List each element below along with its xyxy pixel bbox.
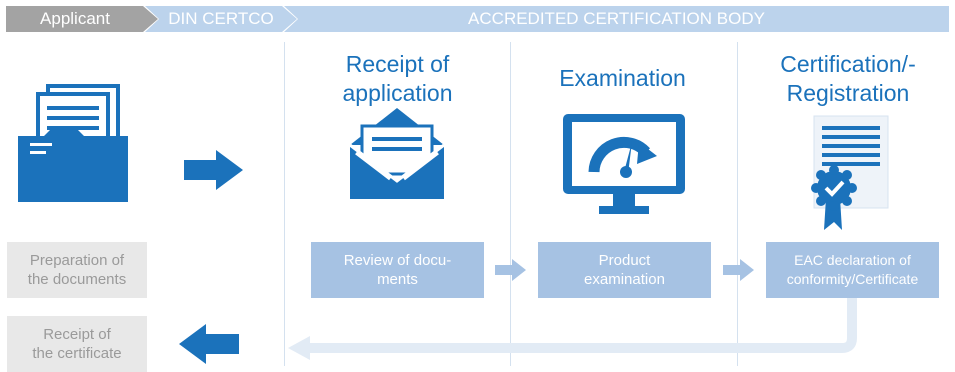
open-envelope-icon — [346, 105, 448, 203]
return-path-arrow — [280, 296, 900, 360]
header-accredited-body-label: ACCREDITED CERTIFICATION BODY — [468, 9, 765, 28]
arrow-right-icon — [723, 259, 755, 281]
arrow-right-icon — [184, 150, 244, 190]
preparation-box: Preparation of the documents — [7, 242, 147, 298]
monitor-gauge-icon — [561, 112, 687, 218]
header-din-certco-label: DIN CERTCO — [168, 9, 274, 28]
divider-line — [284, 42, 285, 366]
column-title-receipt: Receipt of application — [342, 51, 453, 106]
header-applicant-label: Applicant — [40, 9, 110, 28]
divider-line — [737, 42, 738, 366]
arrow-left-icon — [178, 324, 240, 364]
review-documents-box: Review of docu- ments — [311, 242, 484, 298]
certificate-rosette-icon — [806, 114, 890, 232]
header-applicant: Applicant — [6, 6, 158, 32]
column-title-certification: Certification/- Registration — [780, 51, 916, 106]
divider-line — [510, 42, 511, 366]
eac-declaration-box: EAC declaration of conformity/Certificat… — [766, 242, 939, 298]
column-title-examination: Examination — [559, 65, 686, 91]
receipt-certificate-box: Receipt of the certificate — [7, 316, 147, 372]
folder-documents-icon — [14, 80, 132, 204]
product-examination-box: Product examination — [538, 242, 711, 298]
arrow-right-icon — [495, 259, 527, 281]
header-din-certco: DIN CERTCO — [145, 6, 297, 32]
header-accredited-body: ACCREDITED CERTIFICATION BODY — [284, 6, 949, 32]
